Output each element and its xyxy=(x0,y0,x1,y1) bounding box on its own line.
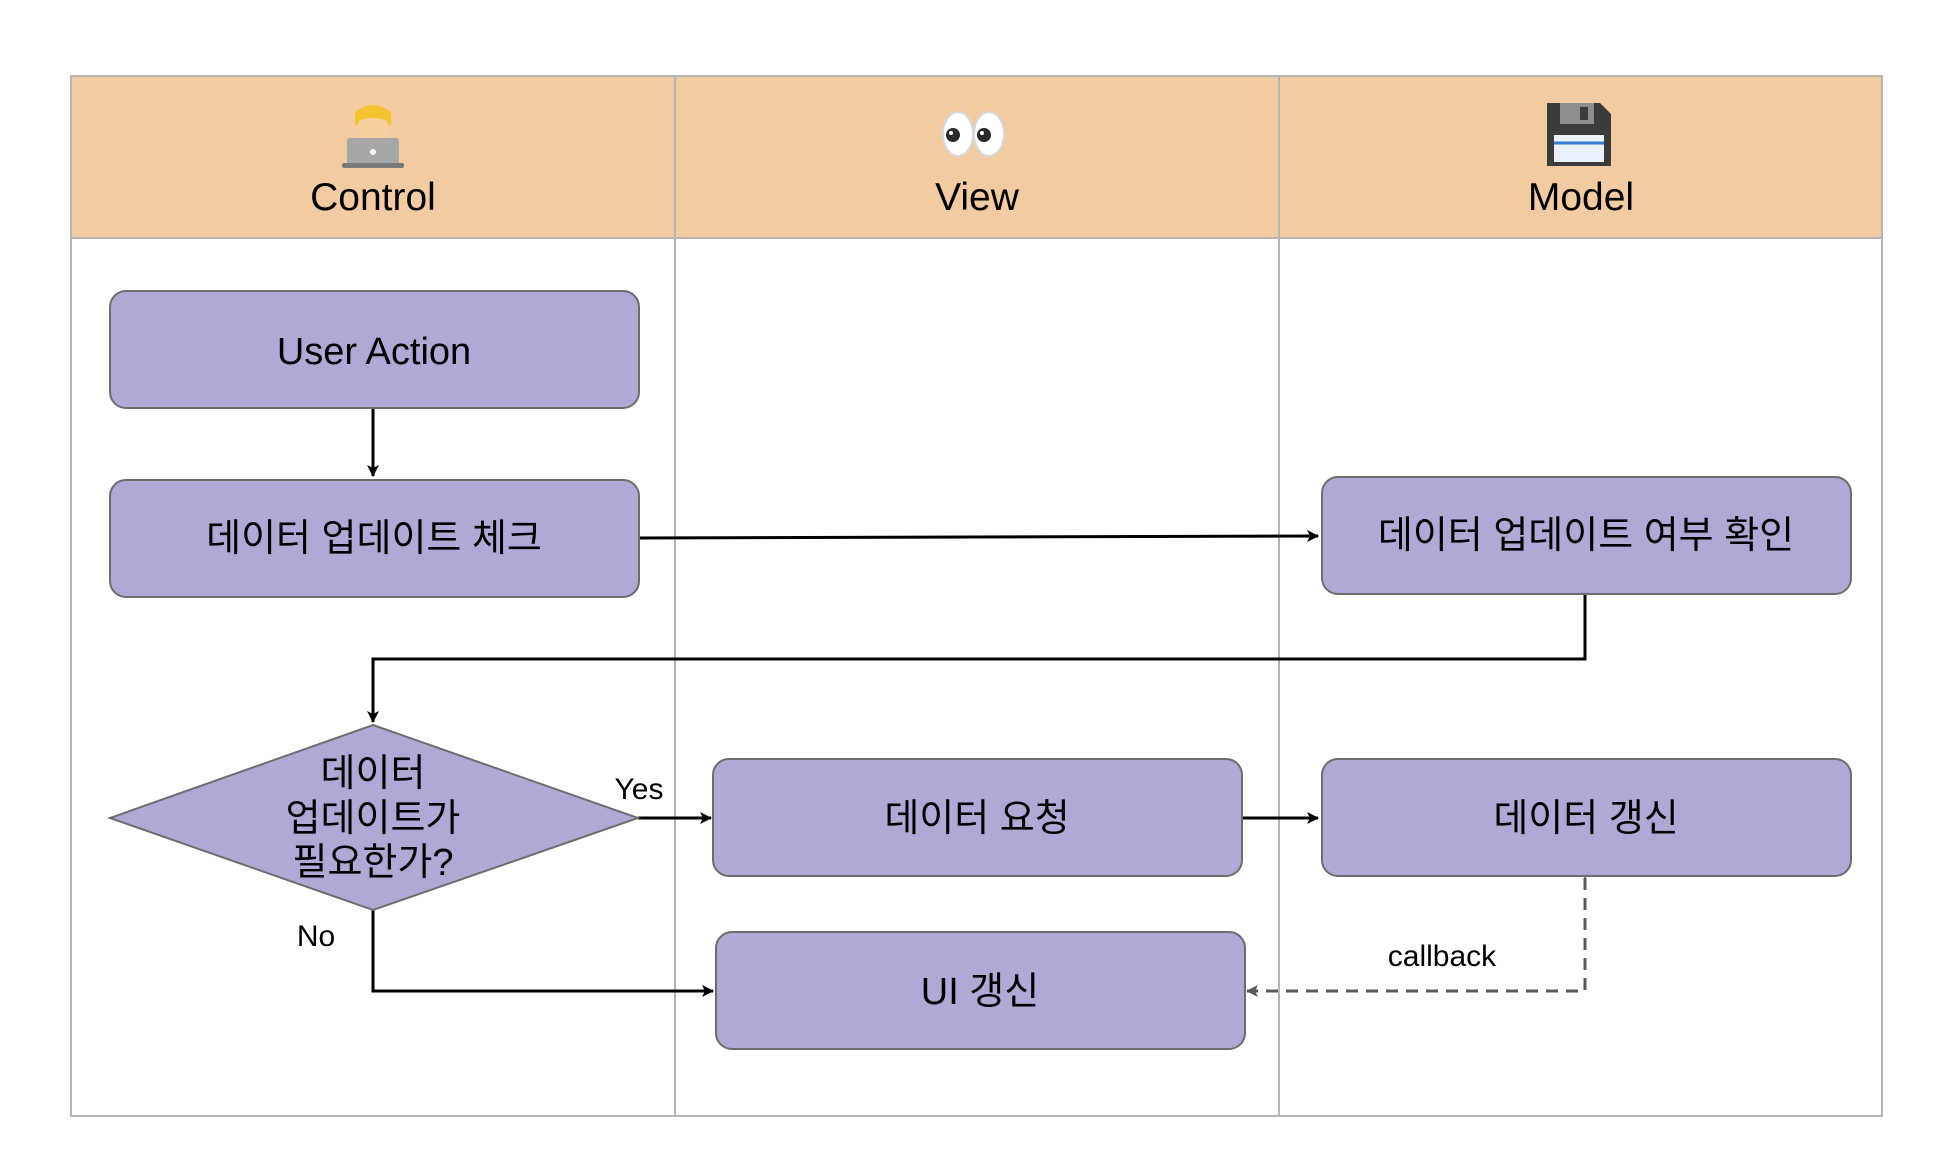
eyes-icon xyxy=(942,111,1005,157)
lane-title-control: Control xyxy=(310,176,436,219)
lane-header-view xyxy=(675,76,1279,238)
edge-confirm-to-decision xyxy=(367,595,1587,723)
edge-label-callback: callback xyxy=(1388,940,1497,973)
node-confirm-update xyxy=(1321,476,1852,595)
node-decision xyxy=(106,723,642,912)
node-label-refresh-data: 데이터 갱신 xyxy=(1493,798,1678,840)
edge-label-yes: Yes xyxy=(615,773,664,806)
node-label-confirm-update: 데이터 업데이트 여부 확인 xyxy=(1378,515,1794,557)
edge-check-to-confirm xyxy=(637,530,1319,543)
edge-callback xyxy=(1246,867,1591,997)
lane-title-model: Model xyxy=(1528,176,1634,219)
node-user-action xyxy=(109,290,640,409)
node-label-user-action: User Action xyxy=(277,331,471,373)
node-refresh-data xyxy=(1321,758,1852,877)
node-label-decision-line-2: 업데이트가 xyxy=(286,798,461,840)
node-label-request-data: 데이터 요청 xyxy=(884,798,1069,840)
node-request-data xyxy=(712,758,1243,877)
lane-title-view: View xyxy=(935,176,1020,219)
node-check-update xyxy=(109,479,640,598)
node-refresh-ui xyxy=(715,931,1246,1050)
floppy-disk-icon xyxy=(1547,103,1611,166)
edge-no-to-refresh-ui xyxy=(371,910,714,997)
node-label-check-update: 데이터 업데이트 체크 xyxy=(206,518,542,560)
node-label-refresh-ui: UI 갱신 xyxy=(921,971,1039,1013)
node-label-decision-line-1: 데이터 xyxy=(321,753,426,795)
node-label-decision-line-3: 필요한가? xyxy=(293,842,454,884)
technologist-icon xyxy=(342,105,404,168)
edge-label-no: No xyxy=(297,920,335,953)
swimlane-frame xyxy=(70,75,1883,1117)
